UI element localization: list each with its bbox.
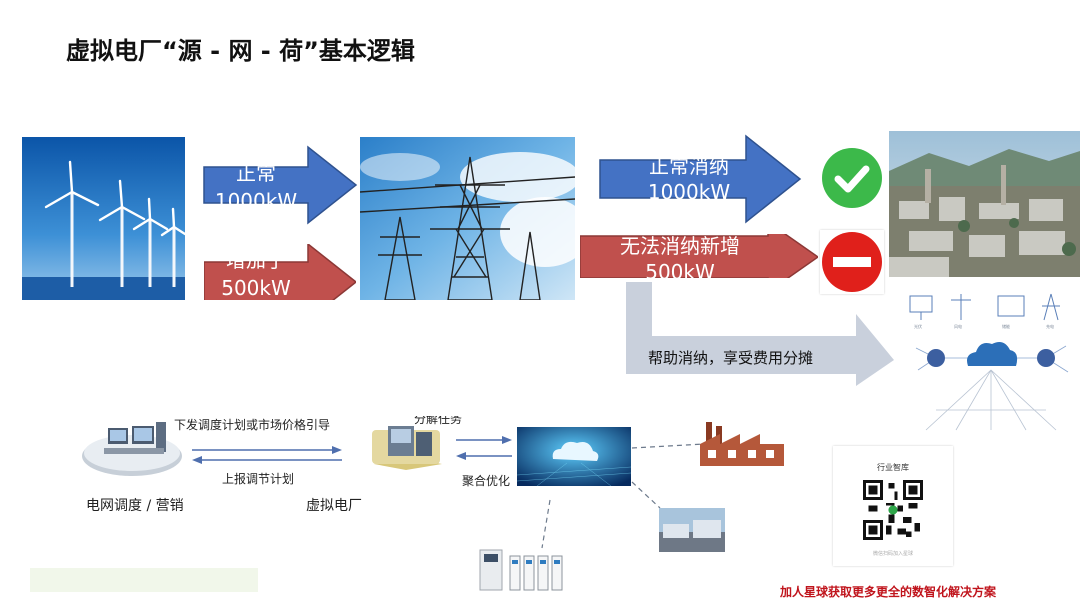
- qr-code-card[interactable]: 行业智库 微信扫码加入星球: [833, 446, 953, 566]
- arrow-normal-input: 正常 1000kW: [203, 145, 358, 225]
- cloud-node-charging: 充电: [1046, 323, 1054, 329]
- aggregate-label: 聚合优化: [462, 474, 511, 488]
- no-entry-icon: [820, 230, 884, 294]
- decorative-strip: [30, 568, 258, 592]
- vpp-server-icon: [364, 420, 448, 472]
- uplink-arrow: [192, 456, 342, 464]
- arrow-normal-input-line1: 正常: [236, 161, 276, 185]
- downlink-arrow: [192, 446, 342, 454]
- industrial-park-photo: [889, 131, 1080, 277]
- decompose-arrow: [456, 436, 512, 444]
- arrow-normal-output-line1: 正常消纳: [649, 154, 729, 178]
- arrow-increase-input: 增加了 500kW: [204, 244, 356, 300]
- arrow-fail-output-line2: 500kW: [645, 260, 715, 278]
- transmission-tower-photo: [360, 137, 575, 300]
- downlink-label-text: 下发调度计划或市场价格引导: [174, 418, 331, 432]
- qr-code-icon: [863, 480, 923, 540]
- grid-dispatch-label: 电网调度 / 营销: [86, 498, 184, 514]
- factory-icon: [700, 418, 784, 466]
- dashed-connectors: [541, 443, 705, 549]
- cloud-network-diagram: 光伏 风电 储能 充电: [906, 290, 1076, 440]
- decompose-label: 分解任务: [414, 416, 462, 426]
- arrow-normal-output-line2: 1000kW: [647, 180, 731, 204]
- cloud-node-pv: 光伏: [914, 323, 922, 329]
- arrow-increase-input-line1: 增加了: [226, 248, 286, 272]
- cloud-node-storage: 储能: [1002, 323, 1010, 329]
- grid-dispatch-computer-icon: [80, 416, 184, 478]
- cloud-node-wind: 风电: [954, 323, 962, 329]
- charging-piles-icon: [478, 546, 564, 592]
- wind-turbine-photo: [22, 137, 185, 300]
- help-consume-label: 帮助消纳，享受费用分摊: [648, 349, 814, 367]
- arrow-increase-input-line2: 500kW: [221, 276, 291, 300]
- arrow-help-consume: 帮助消纳，享受费用分摊: [626, 282, 894, 386]
- qr-card-title: 行业智库: [877, 463, 909, 472]
- vpp-label: 虚拟电厂: [306, 498, 362, 514]
- downlink-label: 下发调度计划或市场价格引导: [174, 418, 342, 432]
- data-center-photo: [659, 508, 725, 552]
- uplink-label: 上报调节计划: [222, 472, 295, 486]
- arrow-normal-input-line2: 1000kW: [214, 189, 298, 213]
- footer-ad-text[interactable]: 加人星球获取更多更全的数智化解决方案: [780, 585, 997, 599]
- arrow-fail-output-line1: 无法消纳新增: [620, 234, 740, 258]
- arrow-fail-output: 无法消纳新增 500kW: [580, 234, 818, 278]
- decompose-label-text: 分解任务: [414, 416, 463, 426]
- cloud-platform-image: [517, 427, 631, 486]
- slide-title: 虚拟电厂“源 - 网 - 荷”基本逻辑: [66, 37, 415, 65]
- check-circle-icon: [820, 146, 884, 210]
- aggregate-arrow: [456, 452, 512, 460]
- qr-card-caption: 微信扫码加入星球: [872, 551, 913, 557]
- arrow-normal-output: 正常消纳 1000kW: [599, 134, 802, 224]
